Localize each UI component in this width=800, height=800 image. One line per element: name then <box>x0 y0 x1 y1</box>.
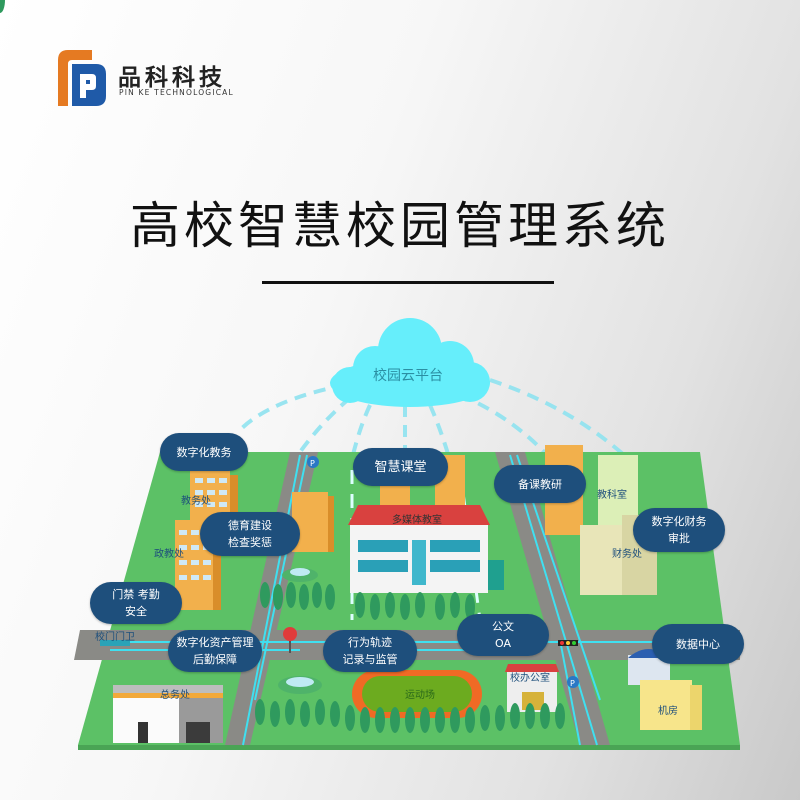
sports-field <box>352 670 482 718</box>
svg-text:P: P <box>570 679 575 688</box>
bubble-digital-finance[interactable]: 数字化财务 审批 <box>633 508 725 552</box>
label-general-affairs: 总务处 <box>160 690 190 701</box>
bubble-behavior-tracking[interactable]: 行为轨迹 记录与监管 <box>323 630 417 672</box>
label-multimedia: 多媒体教室 <box>392 515 442 526</box>
label-principal-office: 校办公室 <box>510 673 550 684</box>
label-teaching-research: 教科室 <box>597 490 627 501</box>
tree-rows <box>0 0 565 733</box>
cloud-platform-label: 校园云平台 <box>373 368 443 384</box>
brand-name: 品科科技 <box>118 65 226 91</box>
bubble-moral-education[interactable]: 德育建设 检查奖惩 <box>200 512 300 556</box>
fountain-top <box>282 568 318 582</box>
brand-subtitle: PIN KE TECHNOLOGICAL <box>119 88 234 97</box>
cloud-icon <box>330 318 490 407</box>
label-academic-office: 教务处 <box>181 496 211 507</box>
principal-office-building <box>505 664 559 712</box>
label-gate: 校门门卫 <box>95 632 135 643</box>
parking-icon-2: P <box>567 676 579 688</box>
parking-icon-1: P <box>307 456 319 468</box>
svg-text:P: P <box>310 459 315 468</box>
pinke-logo-icon <box>58 50 106 106</box>
bubble-lesson-prep[interactable]: 备课教研 <box>494 465 586 503</box>
brand-logo: 品科科技 PIN KE TECHNOLOGICAL <box>54 48 234 108</box>
traffic-light-icon <box>558 640 578 646</box>
label-political-office: 政教处 <box>154 549 184 560</box>
mid-left-building <box>292 492 334 552</box>
title-divider <box>262 281 554 284</box>
bubble-digital-academic[interactable]: 数字化教务 <box>160 433 248 471</box>
general-affairs-building <box>113 685 223 743</box>
bubble-access-attendance[interactable]: 门禁 考勤 安全 <box>90 582 182 624</box>
page-title: 高校智慧校园管理系统 <box>130 197 670 255</box>
bubble-document-oa[interactable]: 公文 OA <box>457 614 549 656</box>
bubble-data-center[interactable]: 数据中心 <box>652 624 744 664</box>
server-room-building <box>628 649 702 730</box>
label-sports-field: 运动场 <box>405 690 435 701</box>
school-gate <box>100 640 130 646</box>
stop-sign-icon <box>283 627 297 653</box>
multimedia-building <box>348 455 504 593</box>
label-server-room: 机房 <box>658 706 678 717</box>
bubble-digital-assets[interactable]: 数字化资产管理 后勤保障 <box>168 630 262 672</box>
label-finance-office: 财务处 <box>612 549 642 560</box>
bubble-smart-classroom[interactable]: 智慧课堂 <box>353 448 448 486</box>
fountain-bottom <box>278 676 322 694</box>
